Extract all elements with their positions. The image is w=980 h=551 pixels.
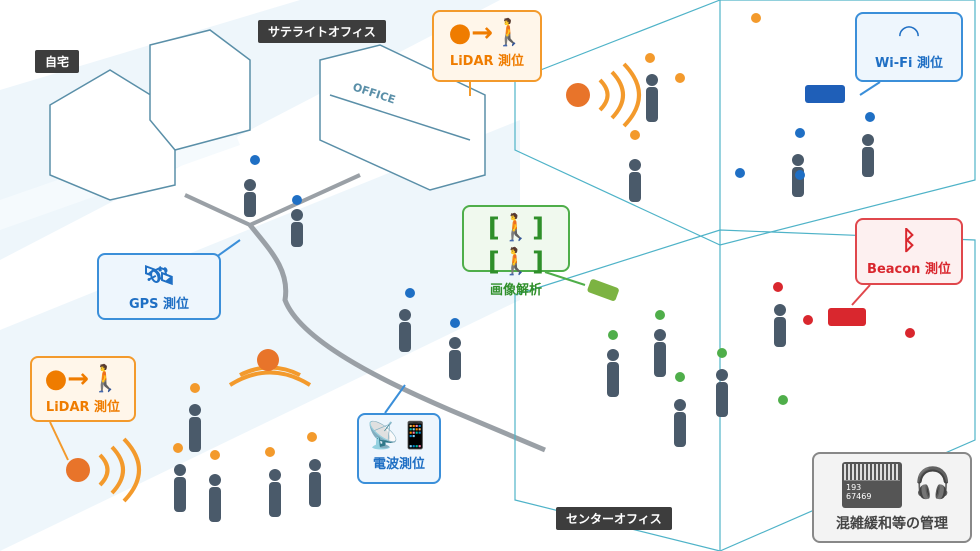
callout-label: LiDAR 測位 — [449, 54, 525, 69]
callout-lidar-bottom: ●→🚶 LiDAR 測位 — [30, 356, 136, 422]
callout-radio: 📡📱 電波測位 — [357, 413, 441, 484]
lidar-icon: ●→🚶 — [44, 364, 122, 394]
lidar-icon: ●→🚶 — [448, 18, 526, 48]
bluetooth-icon: ᛒ — [901, 226, 917, 256]
callout-gps: 🛰 GPS 測位 — [97, 253, 221, 320]
location-pins — [173, 13, 915, 460]
lidar-sensor-plaza — [257, 349, 279, 371]
callout-wifi: ◠ Wi-Fi 測位 — [855, 12, 963, 82]
callout-label: Wi-Fi 測位 — [874, 56, 944, 71]
wifi-router — [805, 85, 845, 103]
lidar-sensor-top — [566, 83, 590, 107]
callout-beacon: ᛒ Beacon 測位 — [855, 218, 963, 285]
callout-image-analysis: [🚶][🚶] 画像解析 — [462, 205, 570, 298]
home-building — [49, 29, 251, 201]
wifi-icon: ◠ — [899, 20, 919, 50]
home-label: 自宅 — [35, 50, 80, 73]
center-office-label: センターオフィス — [556, 507, 672, 530]
management-label: 混雑緩和等の管理 — [836, 516, 948, 532]
callout-label: LiDAR 測位 — [45, 400, 121, 415]
callout-label: Beacon 測位 — [867, 262, 951, 277]
dashboard-stat: 67469 — [846, 492, 872, 501]
antenna-phone-icon: 📡📱 — [366, 421, 432, 451]
callout-label: 画像解析 — [489, 283, 542, 298]
callout-label: 電波測位 — [372, 457, 425, 472]
route-path — [248, 223, 546, 453]
satellite-icon: 🛰 — [142, 261, 176, 291]
management-panel: 193 67469 🎧 混雑緩和等の管理 — [812, 452, 972, 543]
people — [174, 74, 874, 522]
person-detection-icon: [🚶][🚶] — [487, 213, 545, 277]
camera — [587, 279, 619, 301]
dashboard-stat: 193 — [846, 483, 862, 492]
center-office-building — [514, 0, 976, 551]
operator-headset-icon: 🎧 — [914, 466, 952, 501]
lidar-sensor-bottom — [66, 458, 90, 482]
callout-lidar-top: ●→🚶 LiDAR 測位 — [432, 10, 542, 82]
dashboard-icon: 193 67469 — [842, 462, 902, 508]
satellite-office-label: サテライトオフィス — [258, 20, 386, 43]
callout-label: GPS 測位 — [128, 297, 190, 312]
beacon-device — [828, 308, 866, 326]
